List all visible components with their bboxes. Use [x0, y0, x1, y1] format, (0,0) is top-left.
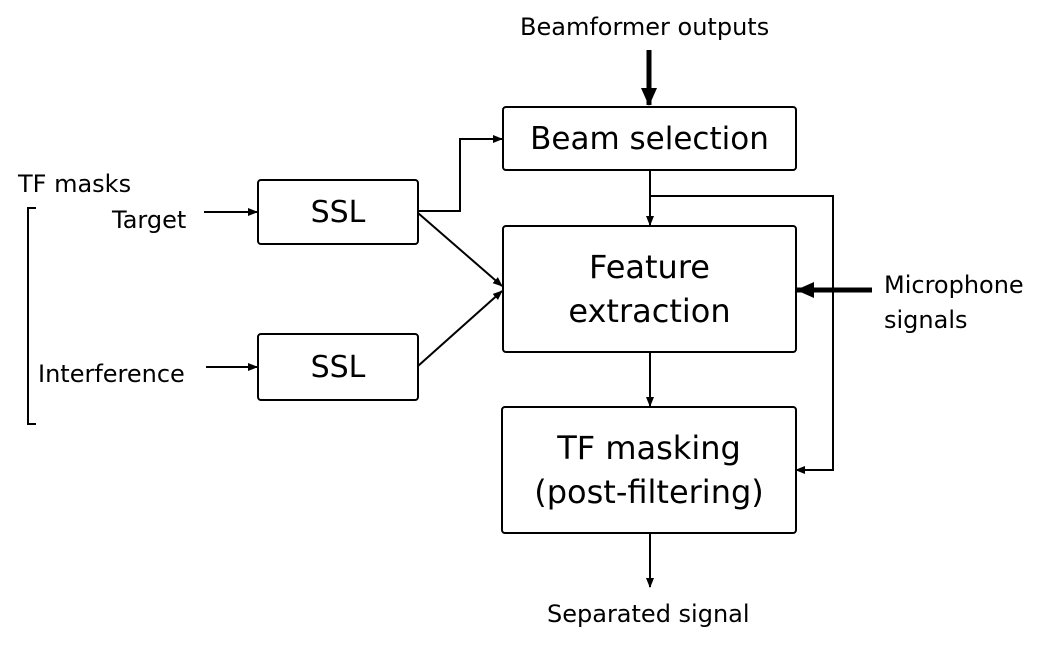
ssl-interference-to-feature-arrow — [417, 290, 503, 367]
target-label: Target — [112, 206, 187, 234]
ssl-interference-label: SSL — [310, 349, 366, 385]
microphone-signals-label-line1: Microphone — [884, 271, 1024, 299]
separated-signal-label: Separated signal — [547, 600, 750, 628]
tf-masking-block: TF masking (post-filtering) — [501, 406, 797, 534]
interference-label: Interference — [38, 360, 185, 388]
feature-extraction-block: Feature extraction — [502, 225, 797, 353]
beamformer-outputs-label: Beamformer outputs — [520, 13, 770, 41]
beam-selection-label: Beam selection — [530, 120, 769, 157]
ssl-to-beam-selection-arrow — [418, 135, 503, 212]
microphone-signals-label-line2: signals — [884, 306, 968, 334]
ssl-target-block: SSL — [257, 179, 419, 245]
feature-extraction-label-line1: Feature — [589, 248, 710, 286]
tf-masking-label-line1: TF masking — [557, 429, 741, 467]
beam-selection-block: Beam selection — [502, 106, 797, 171]
beam-selection-to-tf-masking-arrow — [650, 195, 834, 474]
ssl-target-to-feature-arrow — [417, 212, 503, 287]
feature-extraction-label-line2: extraction — [568, 292, 731, 330]
tf-masking-label-line2: (post-filtering) — [534, 473, 764, 511]
ssl-interference-block: SSL — [257, 333, 419, 401]
ssl-target-label: SSL — [310, 194, 366, 230]
tf-masks-bracket — [27, 207, 36, 425]
tf-masks-label: TF masks — [18, 170, 132, 198]
